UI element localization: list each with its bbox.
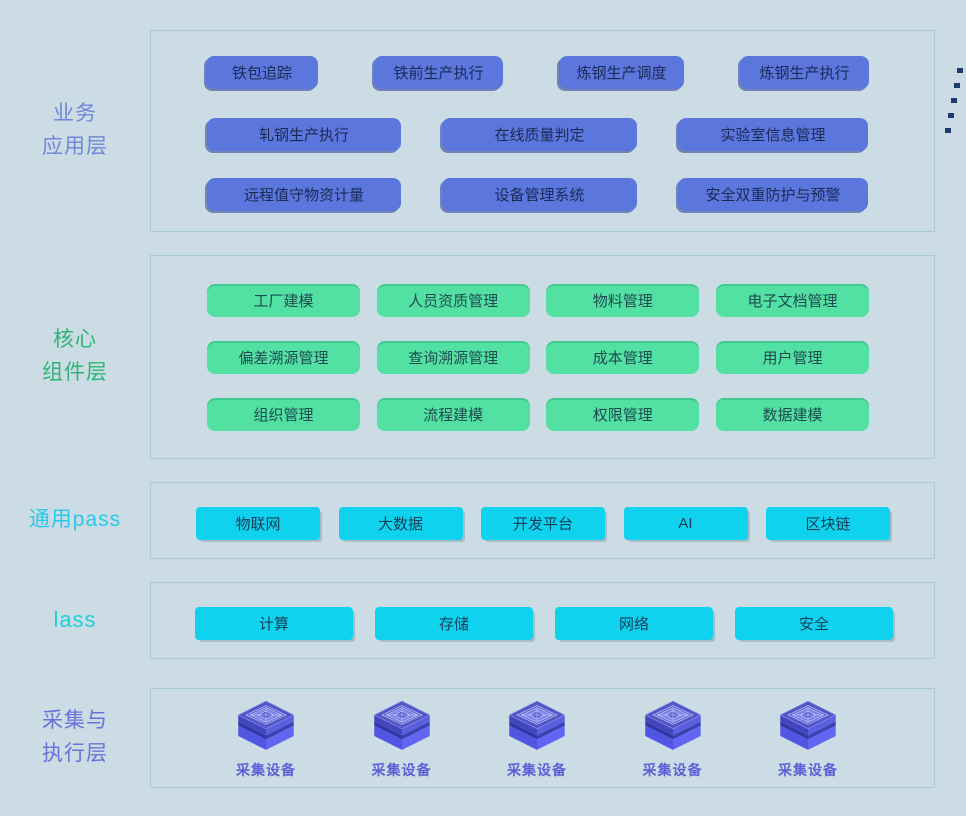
- device-item: 采集设备: [206, 697, 326, 780]
- business-node[interactable]: 炼钢生产调度: [559, 56, 684, 89]
- node-row: 远程值守物资计量 设备管理系统 安全双重防护与预警: [151, 178, 934, 211]
- layer-label-collection-execution: 采集与 执行层: [0, 688, 150, 788]
- node-row: 计算 存储 网络 安全: [151, 607, 934, 640]
- component-node[interactable]: 流程建模: [376, 398, 530, 431]
- panel-business-application: 铁包追踪 铁前生产执行 炼钢生产调度 炼钢生产执行 轧钢生产执行 在线质量判定 …: [150, 30, 935, 232]
- layer-label-line: 执行层: [42, 742, 108, 765]
- paas-node[interactable]: 开发平台: [481, 507, 605, 540]
- device-label: 采集设备: [642, 762, 703, 778]
- business-node[interactable]: 远程值守物资计量: [207, 178, 401, 211]
- node-row: 轧钢生产执行 在线质量判定 实验室信息管理: [151, 118, 934, 151]
- layer-label-line: 应用层: [42, 135, 108, 158]
- node-row: 组织管理 流程建模 权限管理 数据建模: [151, 398, 934, 431]
- component-node[interactable]: 物料管理: [546, 284, 700, 317]
- device-label: 采集设备: [507, 762, 567, 778]
- node-row: 偏差溯源管理 查询溯源管理 成本管理 用户管理: [151, 341, 934, 374]
- server-cube-icon: [644, 700, 701, 750]
- component-node[interactable]: 成本管理: [546, 341, 700, 374]
- component-node[interactable]: 电子文档管理: [715, 284, 869, 317]
- iaas-node[interactable]: 网络: [555, 607, 713, 640]
- device-label: 采集设备: [778, 762, 838, 778]
- decor-square-icon: [954, 83, 960, 88]
- business-node[interactable]: 实验室信息管理: [678, 118, 868, 151]
- component-node[interactable]: 偏差溯源管理: [207, 341, 360, 374]
- paas-node[interactable]: 大数据: [338, 507, 463, 540]
- business-node[interactable]: 设备管理系统: [442, 178, 637, 211]
- layer-label-line: 采集与: [42, 709, 108, 733]
- device-label: 采集设备: [371, 762, 432, 778]
- business-node[interactable]: 安全双重防护与预警: [678, 178, 868, 211]
- component-node[interactable]: 用户管理: [715, 341, 869, 374]
- layer-label-business-application: 业务 应用层: [0, 30, 150, 232]
- panel-collection-execution: 采集设备 采集设备: [150, 688, 935, 788]
- component-node[interactable]: 权限管理: [546, 398, 700, 431]
- component-node[interactable]: 组织管理: [207, 398, 360, 431]
- decor-square-icon: [948, 113, 954, 118]
- device-label: 采集设备: [236, 762, 296, 778]
- server-cube-icon: [508, 700, 566, 750]
- node-row: 铁包追踪 铁前生产执行 炼钢生产调度 炼钢生产执行: [151, 56, 934, 89]
- component-node[interactable]: 人员资质管理: [376, 284, 530, 317]
- business-node[interactable]: 轧钢生产执行: [207, 118, 401, 151]
- business-node[interactable]: 在线质量判定: [442, 118, 637, 151]
- business-node[interactable]: 铁包追踪: [206, 56, 318, 89]
- server-cube-icon: [779, 700, 837, 750]
- component-node[interactable]: 查询溯源管理: [376, 341, 530, 374]
- panel-core-components: 工厂建模 人员资质管理 物料管理 电子文档管理 偏差溯源管理 查询溯源管理 成本…: [150, 255, 935, 459]
- device-item: 采集设备: [342, 697, 462, 780]
- decor-square-icon: [951, 98, 957, 103]
- paas-node[interactable]: 区块链: [766, 507, 890, 540]
- paas-node[interactable]: 物联网: [196, 507, 320, 540]
- layer-label-line: lass: [53, 607, 97, 633]
- node-row: 工厂建模 人员资质管理 物料管理 电子文档管理: [151, 284, 934, 317]
- layer-label-iaas: lass: [0, 582, 150, 659]
- component-node[interactable]: 数据建模: [715, 398, 869, 431]
- device-row: 采集设备 采集设备: [151, 697, 934, 780]
- panel-iaas: 计算 存储 网络 安全: [150, 582, 935, 659]
- iaas-node[interactable]: 存储: [375, 607, 533, 640]
- iaas-node[interactable]: 计算: [195, 607, 353, 640]
- device-item: 采集设备: [748, 697, 868, 780]
- device-item: 采集设备: [613, 697, 733, 780]
- device-item: 采集设备: [477, 697, 597, 780]
- server-cube-icon: [237, 700, 295, 750]
- business-node[interactable]: 炼钢生产执行: [740, 56, 869, 89]
- layer-label-line: 核心: [53, 328, 97, 352]
- decor-square-icon: [957, 68, 963, 73]
- layer-label-line: 通用pass: [28, 508, 122, 532]
- layer-label-paas: 通用pass: [0, 482, 150, 559]
- layer-label-line: 业务: [53, 102, 97, 126]
- paas-node[interactable]: AI: [623, 507, 748, 540]
- node-row: 物联网 大数据 开发平台 AI 区块链: [151, 507, 934, 540]
- decor-square-icon: [945, 128, 951, 133]
- component-node[interactable]: 工厂建模: [207, 284, 360, 317]
- layer-label-line: 组件层: [42, 361, 108, 384]
- server-cube-icon: [373, 700, 430, 750]
- business-node[interactable]: 铁前生产执行: [374, 56, 503, 89]
- panel-paas: 物联网 大数据 开发平台 AI 区块链: [150, 482, 935, 559]
- iaas-node[interactable]: 安全: [735, 607, 893, 640]
- layer-label-core-components: 核心 组件层: [0, 255, 150, 459]
